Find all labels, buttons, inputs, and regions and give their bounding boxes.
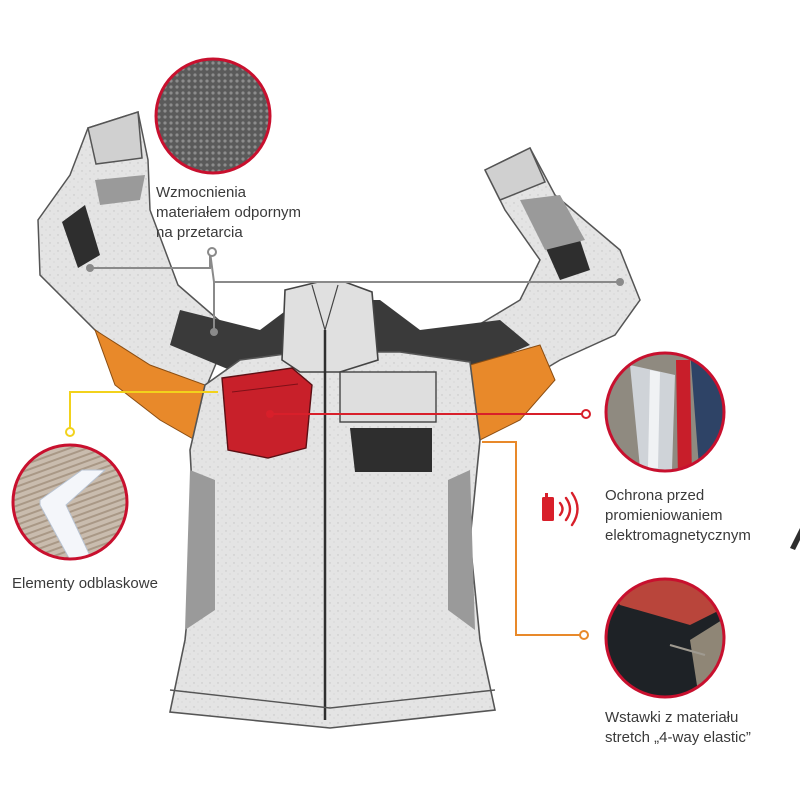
leader-lines — [65, 247, 624, 640]
emf-label-line-2: promieniowaniem — [605, 507, 723, 524]
abrasion-label-line-3: na przetarcia — [156, 224, 243, 241]
right-cuff — [483, 146, 546, 201]
jacket-body — [169, 351, 496, 729]
stretch-inserts-label: Wstawki z materiału stretch „4-way elast… — [605, 708, 751, 748]
left-cuff — [87, 110, 143, 165]
stretch-insert-closeup-icon — [604, 577, 726, 699]
right-sleeve — [468, 147, 641, 392]
stretch-label-line-2: stretch „4-way elastic” — [605, 729, 751, 746]
reflective-label-line-1: Elementy odblaskowe — [12, 575, 158, 592]
phone-signal-icon — [542, 491, 579, 527]
emf-label-line-1: Ochrona przed — [605, 487, 705, 504]
abrasion-reinforcement-label: Wzmocnienia materiałem odpornym na przet… — [156, 183, 301, 243]
emf-label-line-3: elektromagnetycznym — [605, 527, 751, 544]
mesh-fabric-closeup-icon — [154, 57, 272, 175]
abrasion-marker — [207, 247, 217, 257]
cropped-edge-mark — [790, 528, 800, 550]
emf-marker — [581, 409, 591, 419]
reflective-tape-closeup-icon — [11, 443, 129, 561]
emf-lining-closeup-icon — [604, 351, 726, 473]
jacket-illustration — [37, 110, 641, 729]
reflective-marker — [65, 427, 75, 437]
chest-pocket-flap — [350, 428, 432, 472]
abrasion-label-line-1: Wzmocnienia — [156, 184, 247, 201]
stretch-marker — [579, 630, 589, 640]
left-elbow-reinforcement — [62, 205, 100, 268]
abrasion-label-line-2: materiałem odpornym — [156, 204, 302, 221]
emf-protection-label: Ochrona przed promieniowaniem elektromag… — [605, 486, 751, 546]
reflective-elements-label: Elementy odblaskowe — [12, 574, 158, 594]
jacket-collar — [281, 281, 379, 373]
stretch-label-line-1: Wstawki z materiału — [605, 709, 739, 726]
